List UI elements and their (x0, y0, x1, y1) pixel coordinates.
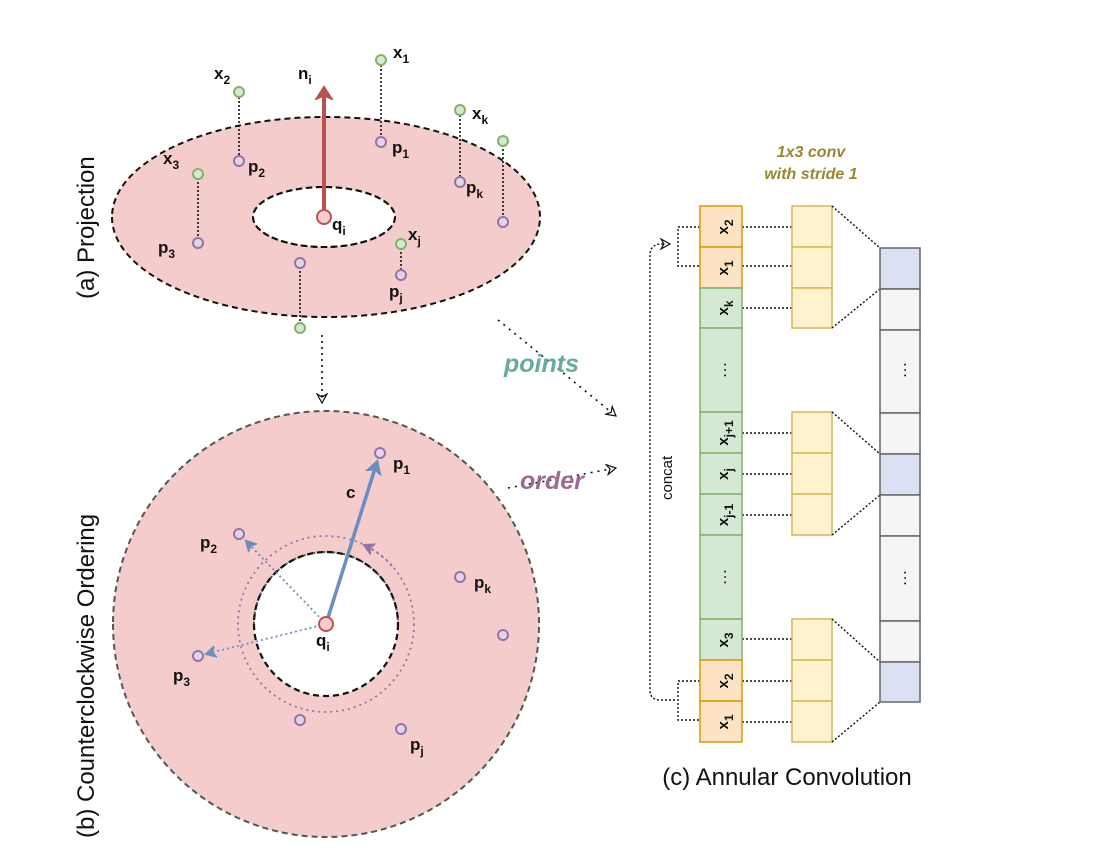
label-x1: x1 (393, 43, 409, 66)
counterclockwise-arrow (364, 545, 393, 567)
label-pk: pk (474, 573, 491, 596)
caption-projection: (a) Projection (73, 156, 100, 299)
label-pj: pj (410, 735, 424, 758)
label-c: c (346, 483, 355, 502)
input-cell (699, 411, 743, 454)
input-to-kernel-lines (742, 226, 792, 723)
conv-kernel-top (791, 205, 833, 329)
input-cell-label: x3 (715, 632, 736, 647)
center-point-q (318, 616, 334, 632)
panel-b-ordering: c qi p1 p2 p3 pk pj (b) Counterclockwise… (73, 410, 541, 838)
projection-inner-ring (252, 186, 396, 248)
output-column (879, 247, 921, 703)
panel-c-convolution: 1x3 conv with stride 1 concat (649, 144, 921, 791)
concat-label: concat (659, 455, 676, 500)
input-cell (699, 534, 743, 620)
order-flow-arrow (507, 468, 616, 489)
conv-label-line2: with stride 1 (764, 166, 857, 183)
panel-a-projection: ni qi x1 x2 x3 xk xj p1 p2 p3 pk pj (a) … (73, 43, 542, 334)
label-p2: p2 (200, 533, 217, 556)
input-cell-label: x2 (715, 673, 736, 688)
concat-bracket-top (677, 226, 700, 267)
output-ellipsis-bottom: … (891, 570, 910, 587)
input-cell (699, 246, 743, 289)
label-xk: xk (472, 104, 488, 127)
input-cell (699, 700, 743, 743)
caption-ordering: (b) Counterclockwise Ordering (73, 514, 100, 838)
normal-label: ni (298, 64, 312, 87)
input-cell (699, 493, 743, 536)
ordered-points-p (192, 447, 509, 735)
label-p1: p1 (392, 138, 409, 161)
points-flow-arrow (497, 319, 616, 416)
kernel-to-output-lines (831, 205, 881, 743)
center-label: qi (316, 631, 330, 654)
concat-arrow (649, 244, 675, 701)
input-cell-label: xj-1 (715, 504, 736, 527)
center-label: qi (332, 215, 346, 238)
caption-convolution: (c) Annular Convolution (662, 764, 911, 791)
label-x3: x3 (163, 149, 179, 172)
order-label: order (520, 467, 585, 495)
input-cell-label: xj+1 (715, 420, 736, 446)
label-x2: x2 (214, 64, 230, 87)
label-p3: p3 (173, 666, 190, 689)
center-point-q (316, 209, 332, 225)
vector-to-p2 (246, 541, 327, 625)
input-cell-label: … (711, 569, 730, 586)
input-cell-label: xj (715, 468, 736, 480)
ordering-orbit (237, 535, 415, 713)
ordering-inner-ring (252, 550, 400, 698)
input-cell-label: x2 (715, 219, 736, 234)
conv-label-line1: 1x3 conv (777, 144, 847, 161)
input-cell (699, 452, 743, 495)
projected-points-p (192, 136, 509, 281)
input-cell-label: x1 (715, 260, 736, 275)
input-cell-label: x1 (715, 714, 736, 729)
neighbor-points-x (192, 54, 509, 334)
vector-to-p3 (206, 623, 327, 654)
input-cell-label: xk (715, 300, 736, 315)
input-column (699, 205, 743, 743)
reference-vector-c (324, 462, 377, 625)
flow-arrows: points order (497, 319, 616, 495)
output-ellipsis-top: … (891, 362, 910, 379)
label-p1: p1 (393, 454, 410, 477)
label-p3: p3 (158, 238, 175, 261)
concat-bracket-bottom (677, 680, 700, 721)
points-label: points (503, 350, 579, 378)
label-pk: pk (466, 178, 483, 201)
input-cell (699, 287, 743, 329)
input-cell (699, 327, 743, 413)
input-column-labels: x2 x1 xk … xj+1 xj xj-1 … x3 x2 x1 (711, 219, 736, 729)
label-p2: p2 (248, 157, 265, 180)
input-cell-label: … (711, 362, 730, 379)
conv-kernel-bottom (791, 618, 833, 743)
label-pj: pj (389, 282, 403, 305)
label-xj: xj (408, 225, 421, 248)
conv-kernel-middle (791, 411, 833, 536)
